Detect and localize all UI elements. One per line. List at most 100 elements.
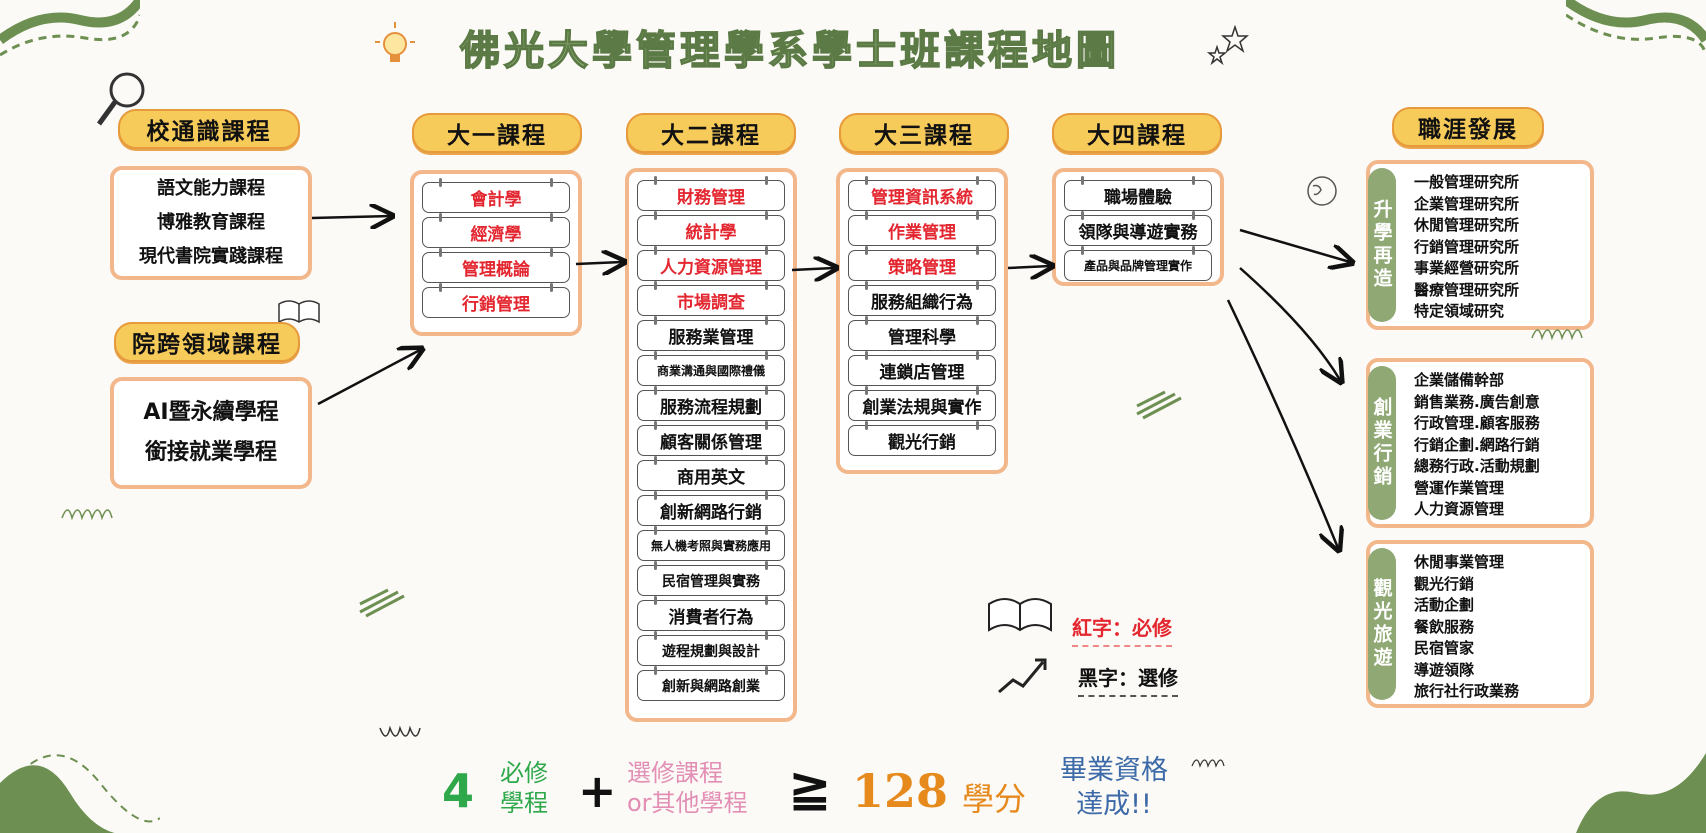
formula-required-label: 必修 學程 [500,758,548,818]
loop-doodle-icon [379,725,421,737]
formula-credit-unit: 學分 [962,780,1027,818]
list-item: 語文能力課程 [157,178,265,199]
general-education-box: 語文能力課程 博雅教育課程 現代書院實踐課程 [110,166,312,280]
page-title: 佛光大學管理學系學士班課程地圖 [459,27,1120,75]
formula-plus: + [578,764,617,818]
course-item: 創新網路行銷 [637,491,785,526]
loop-doodle-icon [61,509,113,521]
career-item: 醫療管理研究所 [1414,280,1520,299]
year-1-header: 大一課程 [412,113,582,153]
course-item: 民宿管理與實務 [637,561,785,596]
career-item: 活動企劃 [1414,596,1475,614]
career-item: 營運作業管理 [1414,478,1505,497]
career-item: 人力資源管理 [1414,500,1505,518]
course-item: 管理資訊系統 [848,176,996,211]
cross-domain-header: 院跨領域課程 [114,322,300,362]
course-item: 商業溝通與國際禮儀 [637,351,785,386]
course-item: 作業管理 [848,211,996,246]
formula-text: 達成!! [1076,789,1152,820]
year-2-box: 財務管理 統計學 人力資源管理 市場調查 服務業管理 商業溝通與國際禮儀 服務流… [625,168,797,722]
corner-wave-bottom-right [1576,753,1706,833]
career-item: 民宿管家 [1414,639,1475,657]
career-item: 特定領域研究 [1414,302,1505,320]
course-item: 服務流程規劃 [637,386,785,421]
course-item: 市場調查 [637,281,785,316]
formula-text: 學程 [500,789,548,817]
course-item: 財務管理 [637,176,785,211]
lightbulb-icon [375,22,415,62]
loop-doodle-icon [1191,759,1225,768]
magnifier-icon [96,72,145,126]
star-icon [1206,25,1250,65]
career-item: 餐飲服務 [1414,617,1475,636]
formula-required-count: 4 [442,764,475,818]
course-item: 管理科學 [848,316,996,351]
career-list: 一般管理研究所 企業管理研究所 休閒管理研究所 行銷管理研究所 事業經營研究所 … [1414,172,1519,323]
legend-required: 紅字：必修 [1072,612,1172,647]
year-4-box: 職場體驗 領隊與導遊實務 產品與品牌管理實作 [1052,168,1224,286]
list-item: AI暨永續學程 [143,400,279,425]
career-item: 行銷企劃.網路行銷 [1414,435,1540,454]
course-item: 消費者行為 [637,596,785,631]
course-item: 領隊與導遊實務 [1064,211,1212,246]
career-group-entrepreneurship: 創業行銷 企業儲備幹部 銷售業務.廣告創意 行政管理.顧客服務 行銷企劃.網路行… [1366,358,1594,528]
course-item: 會計學 [422,178,570,213]
formula-text: 必修 [500,759,548,787]
course-item: 商用英文 [637,456,785,491]
career-item: 行政管理.顧客服務 [1414,414,1540,432]
career-group-tourism: 觀光旅遊 休閒事業管理 觀光行銷 活動企劃 餐飲服務 民宿管家 導遊領隊 旅行社… [1366,540,1594,708]
cross-domain-list: AI暨永續學程 銜接就業學程 [114,381,308,485]
course-item: 顧客關係管理 [637,421,785,456]
course-item: 創新與網路創業 [637,666,785,701]
year-3-header: 大三課程 [839,113,1009,153]
formula-elective-label: 選修課程 or其他學程 [627,758,748,818]
list-item: 博雅教育課程 [157,212,265,233]
corner-wave-bottom-left [0,754,160,833]
career-item: 企業儲備幹部 [1414,371,1505,389]
course-item: 遊程規劃與設計 [637,631,785,666]
list-item: 現代書院實踐課程 [139,246,283,267]
course-item: 觀光行銷 [848,421,996,456]
career-item: 總務行政.活動規劃 [1414,457,1540,475]
course-item: 管理概論 [422,248,570,283]
career-group-label: 觀光旅遊 [1368,548,1396,700]
year-3-box: 管理資訊系統 作業管理 策略管理 服務組織行為 管理科學 連鎖店管理 創業法規與… [836,168,1008,474]
career-item: 導遊領隊 [1414,660,1475,679]
career-item: 觀光行銷 [1414,574,1475,593]
career-item: 旅行社行政業務 [1414,682,1520,700]
year-4-header: 大四課程 [1052,113,1222,153]
course-item: 統計學 [637,211,785,246]
legend-elective: 黑字：選修 [1078,662,1178,697]
career-item: 行銷管理研究所 [1414,237,1520,256]
formula-text: 選修課程 [627,759,723,787]
course-item: 連鎖店管理 [848,351,996,386]
hatch-doodle-icon [359,588,405,618]
course-item: 人力資源管理 [637,246,785,281]
career-item: 休閒管理研究所 [1414,216,1520,234]
year-2-header: 大二課程 [626,113,796,153]
career-list: 企業儲備幹部 銷售業務.廣告創意 行政管理.顧客服務 行銷企劃.網路行銷 總務行… [1414,370,1540,521]
cross-domain-box: AI暨永續學程 銜接就業學程 [110,377,312,489]
year-1-box: 會計學 經濟學 管理概論 行銷管理 [410,170,582,336]
course-item: 產品與品牌管理實作 [1064,246,1212,281]
career-header: 職涯發展 [1392,107,1544,147]
growth-arrow-icon [998,658,1047,694]
general-education-list: 語文能力課程 博雅教育課程 現代書院實踐課程 [114,170,308,276]
course-item: 服務業管理 [637,316,785,351]
hatch-doodle-icon [1136,390,1182,420]
formula-geq: ≧ [788,758,832,818]
course-item: 行銷管理 [422,283,570,318]
career-group-further-study: 升學再造 一般管理研究所 企業管理研究所 休閒管理研究所 行銷管理研究所 事業經… [1366,160,1594,330]
formula-credits: 128 [852,764,949,818]
career-item: 銷售業務.廣告創意 [1414,392,1540,411]
formula-result: 畢業資格 達成!! [1060,754,1168,822]
career-item: 企業管理研究所 [1414,194,1520,213]
career-item: 事業經營研究所 [1414,259,1520,277]
career-group-label: 創業行銷 [1368,366,1396,520]
course-item: 無人機考照與實務應用 [637,526,785,561]
book-icon [278,300,320,324]
course-item: 策略管理 [848,246,996,281]
general-education-header: 校通識課程 [118,109,300,149]
course-item: 經濟學 [422,213,570,248]
